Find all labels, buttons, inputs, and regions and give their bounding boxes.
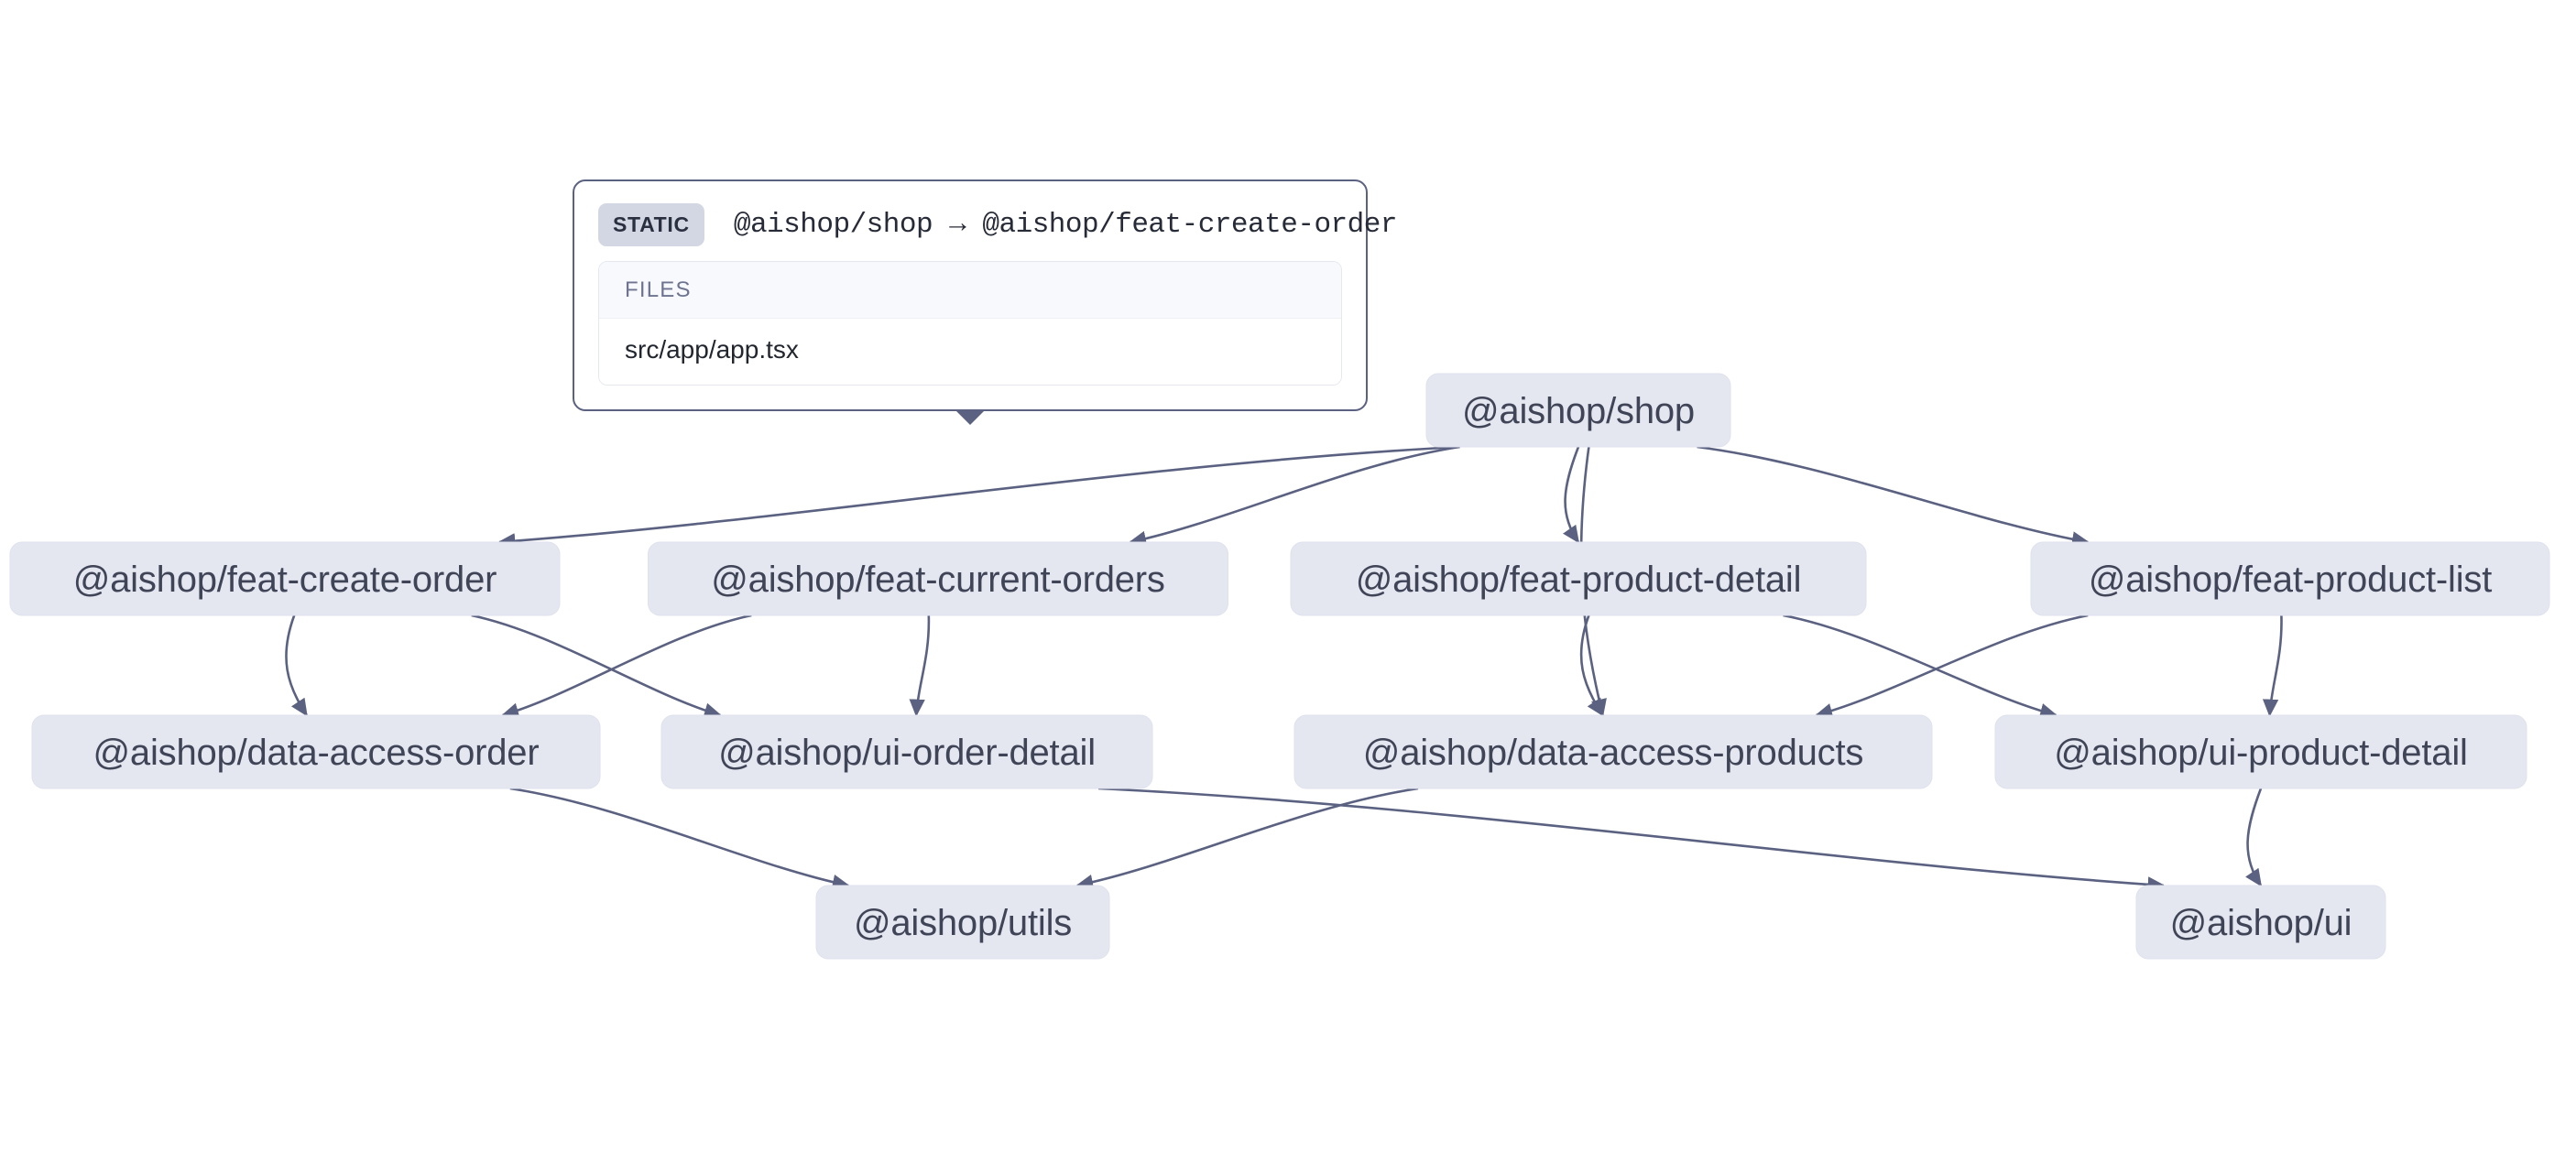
node-background — [1425, 373, 1731, 448]
graph-edge-ui-order-detail-to-ui[interactable] — [1097, 787, 2166, 893]
edge-detail-tooltip: STATIC @aishop/shop → @aishop/feat-creat… — [573, 179, 1397, 425]
graph-node-feat-product-list[interactable]: @aishop/feat-product-list — [2030, 541, 2550, 616]
graph-node-ui[interactable]: @aishop/ui — [2135, 885, 2386, 960]
graph-node-shop[interactable]: @aishop/shop — [1425, 373, 1731, 448]
graph-node-feat-current-orders[interactable]: @aishop/feat-current-orders — [648, 541, 1228, 616]
graph-edge-feat-product-list-to-ui-product-detail[interactable] — [2262, 614, 2283, 717]
node-label: @aishop/ui — [2170, 903, 2352, 943]
node-background — [9, 541, 561, 616]
graph-edge-shop-to-feat-product-list[interactable] — [1697, 445, 2090, 548]
graph-edge-feat-product-detail-to-data-access-products[interactable] — [1579, 614, 1604, 717]
node-label: @aishop/ui-product-detail — [2054, 733, 2467, 773]
graph-edge-feat-current-orders-to-ui-order-detail[interactable] — [909, 614, 931, 717]
graph-edge-feat-current-orders-to-data-access-order[interactable] — [501, 614, 752, 719]
files-section-header: FILES — [599, 262, 1341, 319]
static-badge: STATIC — [598, 203, 704, 246]
graph-edge-ui-product-detail-to-ui[interactable] — [2245, 788, 2263, 887]
files-panel: FILES src/app/app.tsx — [598, 261, 1342, 386]
graph-node-utils[interactable]: @aishop/utils — [815, 885, 1110, 960]
graph-edge-shop-to-feat-create-order[interactable] — [497, 445, 1460, 549]
graph-edge-feat-create-order-to-data-access-order[interactable] — [285, 614, 308, 717]
node-background — [815, 885, 1110, 960]
graph-node-ui-order-detail[interactable]: @aishop/ui-order-detail — [660, 714, 1153, 789]
graph-edge-data-access-products-to-utils[interactable] — [1075, 787, 1419, 890]
node-label: @aishop/feat-create-order — [73, 560, 497, 600]
node-background — [648, 541, 1228, 616]
file-list-item: src/app/app.tsx — [599, 319, 1341, 385]
graph-node-data-access-products[interactable]: @aishop/data-access-products — [1293, 714, 1933, 789]
node-background — [1290, 541, 1867, 616]
node-label: @aishop/feat-product-detail — [1356, 560, 1802, 600]
graph-node-ui-product-detail[interactable]: @aishop/ui-product-detail — [1994, 714, 2527, 789]
node-label: @aishop/feat-current-orders — [711, 560, 1164, 600]
graph-node-feat-create-order[interactable]: @aishop/feat-create-order — [9, 541, 561, 616]
tooltip-title: @aishop/shop → @aishop/feat-create-order — [733, 209, 1398, 241]
graph-nodes-layer: @aishop/shop @aishop/feat-create-order @ai… — [9, 373, 2550, 960]
graph-node-feat-product-detail[interactable]: @aishop/feat-product-detail — [1290, 541, 1867, 616]
node-background — [31, 714, 601, 789]
node-label: @aishop/feat-product-list — [2089, 560, 2492, 600]
node-background — [1994, 714, 2527, 789]
graph-edges-layer — [285, 445, 2283, 893]
node-background — [2030, 541, 2550, 616]
graph-edge-feat-product-list-to-data-access-products[interactable] — [1815, 614, 2089, 719]
tooltip-header: STATIC @aishop/shop → @aishop/feat-creat… — [574, 181, 1397, 261]
node-label: @aishop/shop — [1462, 391, 1695, 431]
graph-edge-shop-to-feat-product-detail[interactable] — [1563, 446, 1580, 544]
graph-edge-data-access-order-to-utils[interactable] — [509, 787, 850, 890]
node-label: @aishop/data-access-order — [93, 733, 540, 773]
node-label: @aishop/data-access-products — [1363, 733, 1863, 773]
graph-node-data-access-order[interactable]: @aishop/data-access-order — [31, 714, 601, 789]
node-background — [1293, 714, 1933, 789]
node-background — [2135, 885, 2386, 960]
graph-edge-shop-to-feat-current-orders[interactable] — [1129, 445, 1460, 547]
node-background — [660, 714, 1153, 789]
tooltip-pointer-icon — [955, 409, 986, 425]
node-label: @aishop/ui-order-detail — [718, 733, 1096, 773]
graph-edge-feat-create-order-to-ui-order-detail[interactable] — [471, 614, 722, 719]
node-label: @aishop/utils — [854, 903, 1072, 943]
graph-edge-feat-product-detail-to-ui-product-detail[interactable] — [1783, 614, 2058, 719]
